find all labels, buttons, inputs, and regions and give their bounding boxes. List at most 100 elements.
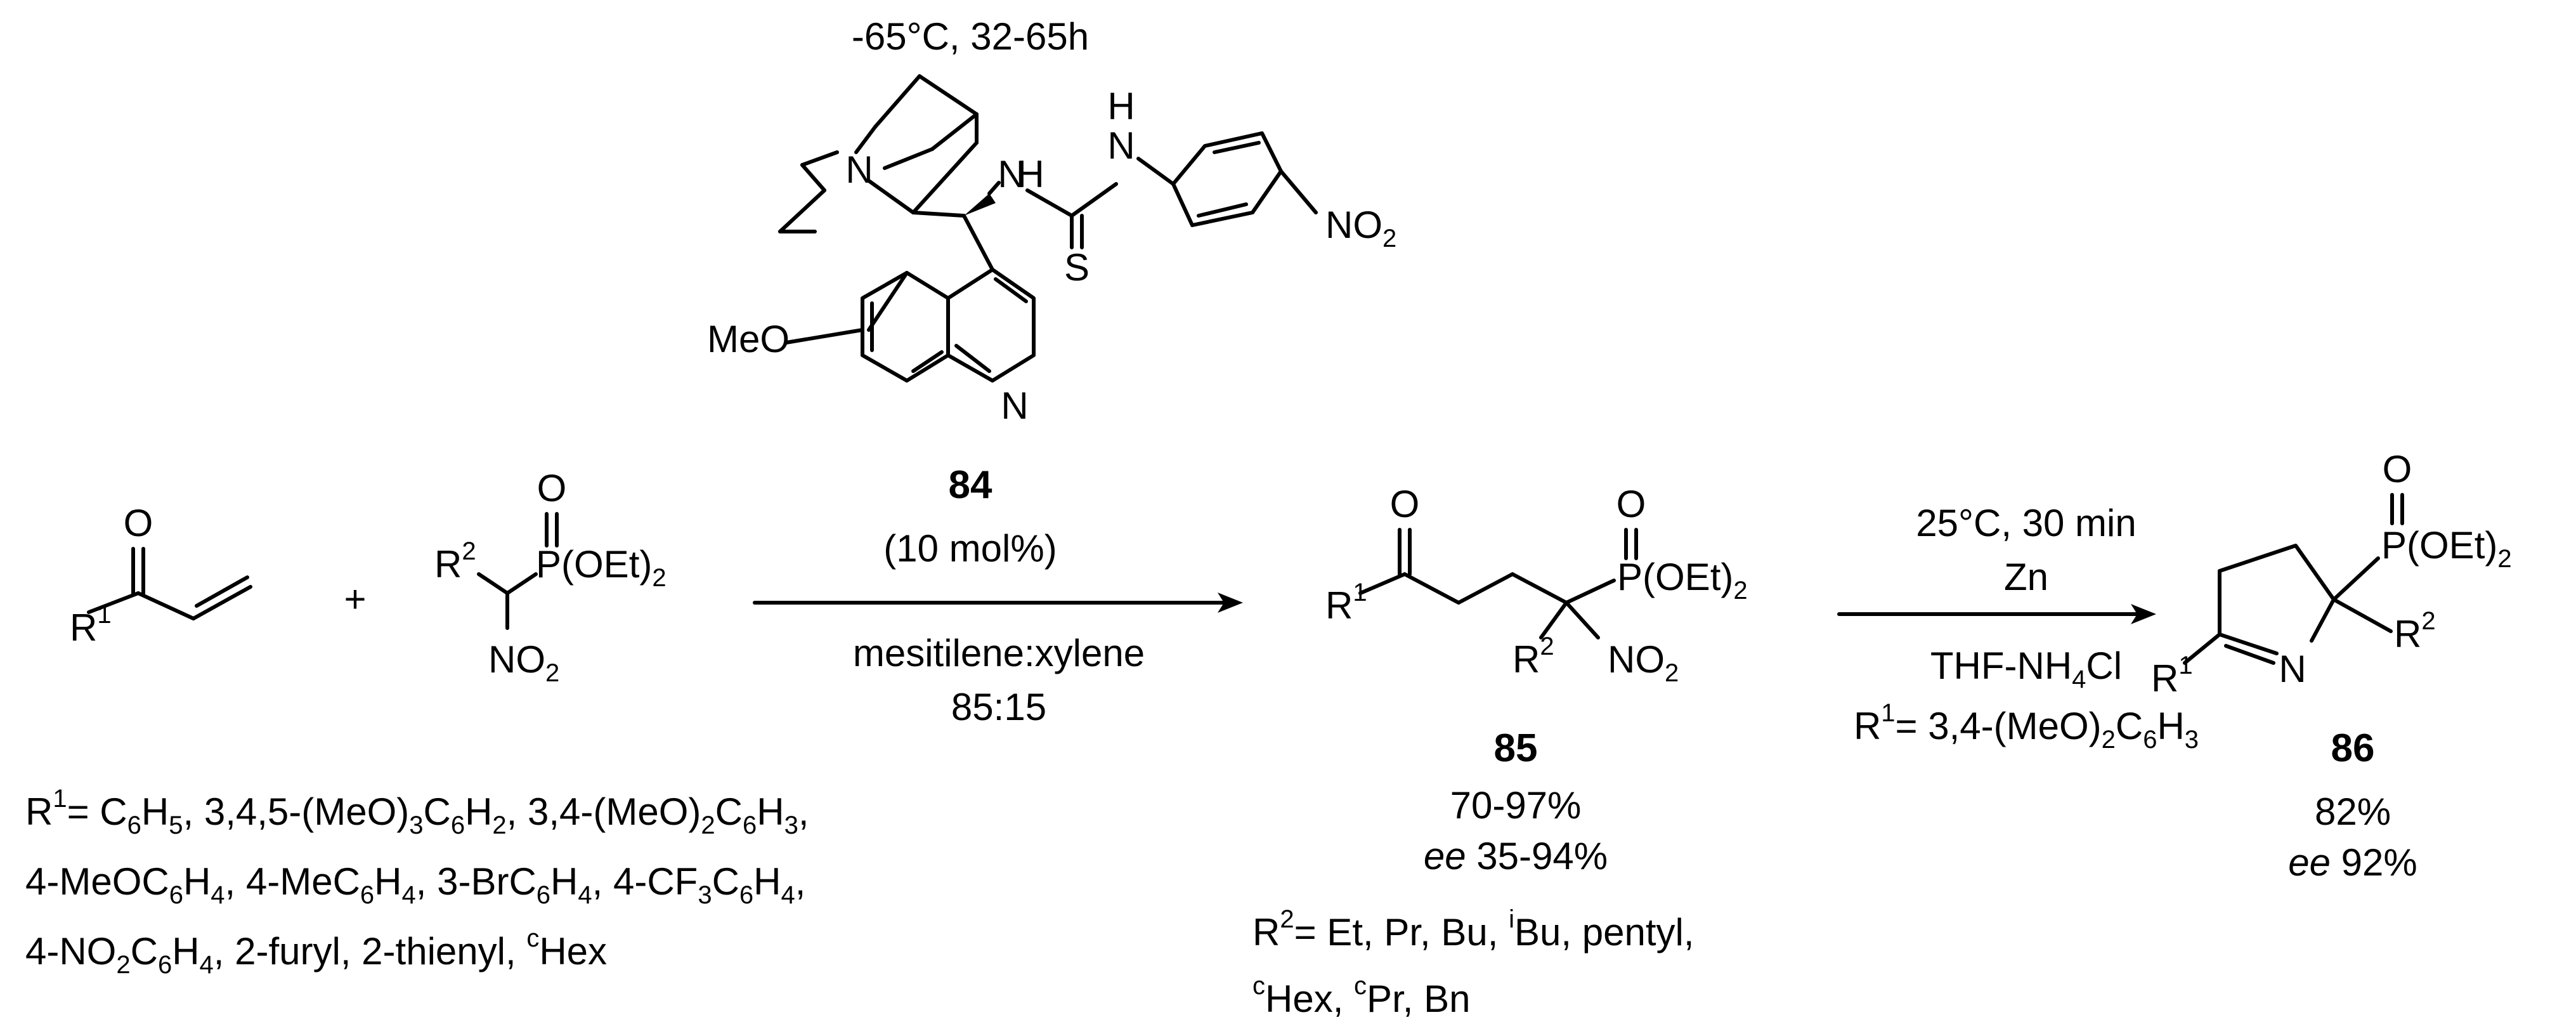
r1-substituent-list: R1= C6H5, 3,4,5-(MeO)3C6H2, 3,4-(MeO)2C6… [25, 785, 809, 979]
step2-r1-definition: R1= 3,4-(MeO)2C6H3 [1854, 699, 2199, 754]
bond [1403, 572, 1460, 605]
p85-keto-oxygen: O [1390, 483, 1420, 525]
bond [1358, 572, 1407, 595]
reaction-arrow-2: 25°C, 30 min Zn THF-NH4Cl R1= 3,4-(MeO)2… [1837, 502, 2199, 754]
phosphonate-no2: NO2 [488, 638, 559, 687]
bond [2332, 556, 2380, 601]
s-atom: S [1064, 246, 1090, 289]
bond [505, 572, 538, 595]
bond [136, 591, 195, 620]
n-quinoline: N [1001, 384, 1028, 427]
bond [1279, 169, 1318, 214]
bond [867, 179, 915, 214]
product86-number: 86 [2331, 726, 2375, 770]
product-86-structure: O P(OEt)2 R1 N R2 86 82% ee 92% [2151, 448, 2512, 884]
p85-p-oxygen: O [1617, 483, 1646, 525]
product85-yield: 70-97% [1450, 784, 1582, 827]
catalyst-84-structure: -65°C, 32-65h N N H S N H NO2 [707, 15, 1396, 570]
r2-substituent-list: R2= Et, Pr, Bu, iBu, pentyl, cHex, cPr, … [1252, 905, 1695, 1020]
nitrophenyl-ring [1171, 131, 1283, 227]
bond [987, 181, 1001, 195]
r1-list-line-2: 4-MeOC6H4, 4-MeC6H4, 3-BrC6H4, 4-CF3C6H4… [25, 860, 805, 909]
bond [1457, 572, 1514, 605]
enone-oxygen: O [124, 502, 153, 544]
no2-catalyst: NO2 [1325, 204, 1396, 252]
p85-no2: NO2 [1608, 638, 1679, 687]
wedge-bond [964, 193, 996, 216]
bond [778, 188, 826, 233]
enone-r1: R1 [70, 601, 112, 649]
product86-yield: 82% [2315, 790, 2391, 833]
bond [2218, 632, 2279, 655]
bond [87, 591, 140, 614]
p86-n: N [2279, 648, 2306, 690]
bond [854, 125, 877, 154]
phosphonate-r2: R2 [434, 537, 476, 586]
bond [800, 163, 826, 192]
product85-number: 85 [1494, 726, 1538, 770]
catalyst-number: 84 [949, 463, 992, 507]
catalyst-loading: (10 mol%) [883, 527, 1057, 570]
pyrroline-ring [2218, 544, 2336, 643]
product85-ee: ee 35-94% [1424, 835, 1608, 877]
step1-ratio: 85:15 [951, 686, 1046, 728]
p85-r1: R1 [1325, 579, 1367, 627]
r1-list-line-1: R1= C6H5, 3,4,5-(MeO)3C6H2, 3,4-(MeO)2C6… [25, 785, 809, 839]
bond [1564, 579, 1616, 605]
h-right: H [1107, 85, 1135, 128]
bond [1070, 182, 1118, 218]
product-85-structure: O R1 O P(OEt)2 R2 NO2 85 70-97% ee 35-94… [1325, 483, 1748, 877]
bond [2183, 632, 2221, 665]
bond [1539, 601, 1568, 639]
bond [1564, 601, 1600, 639]
phosphonate-p: P(OEt)2 [536, 543, 667, 592]
bond [911, 350, 944, 373]
enone-structure: O R1 [70, 502, 252, 649]
arrow-head [2131, 604, 2156, 624]
bond [2332, 598, 2393, 633]
bond [192, 585, 252, 620]
r2-list-line-2: cHex, cPr, Bn [1252, 972, 1470, 1020]
phosphonate-oxygen: O [537, 467, 567, 509]
bond [2224, 644, 2275, 665]
quinoline-ring-b [861, 271, 950, 383]
phosphonate-structure: O P(OEt)2 R2 NO2 [434, 467, 667, 687]
quinoline-ring-a [946, 268, 1036, 383]
step2-reagent: Zn [2004, 556, 2048, 598]
n-quinuclidine: N [845, 148, 873, 191]
p86-r2: R2 [2394, 607, 2436, 655]
h-left: H [1017, 153, 1044, 195]
catalyst-conditions: -65°C, 32-65h [852, 15, 1089, 58]
bond [477, 572, 509, 595]
arrow-head [1218, 593, 1243, 613]
bond [918, 74, 979, 116]
bond [800, 150, 839, 167]
product86-ee: ee 92% [2288, 841, 2417, 884]
bond [1197, 202, 1248, 218]
bond [195, 575, 249, 608]
bond [1136, 157, 1175, 186]
p86-p: P(OEt)2 [2381, 524, 2512, 573]
bond [784, 328, 864, 344]
bond [1213, 141, 1261, 154]
r1-list-line-3: 4-NO2C6H4, 2-furyl, 2-thienyl, cHex [25, 924, 607, 979]
p86-r1: R1 [2151, 652, 2193, 700]
r2-list-line-1: R2= Et, Pr, Bu, iBu, pentyl, [1252, 905, 1695, 954]
bond [1511, 572, 1568, 605]
p86-p-oxygen: O [2383, 448, 2412, 490]
bond [962, 214, 994, 272]
nh-left: N [998, 153, 1025, 195]
nh-right: N [1107, 124, 1135, 167]
bond [911, 211, 966, 218]
meo-group: MeO [707, 318, 790, 360]
bond [1025, 188, 1074, 218]
bond [930, 112, 979, 151]
bond [873, 74, 921, 129]
bond [994, 277, 1028, 303]
p85-r2: R2 [1512, 632, 1554, 681]
p85-p: P(OEt)2 [1617, 556, 1748, 605]
step1-solvent: mesitilene:xylene [853, 632, 1145, 674]
step2-conditions: 25°C, 30 min [1916, 502, 2137, 544]
plus-sign: + [344, 578, 366, 620]
